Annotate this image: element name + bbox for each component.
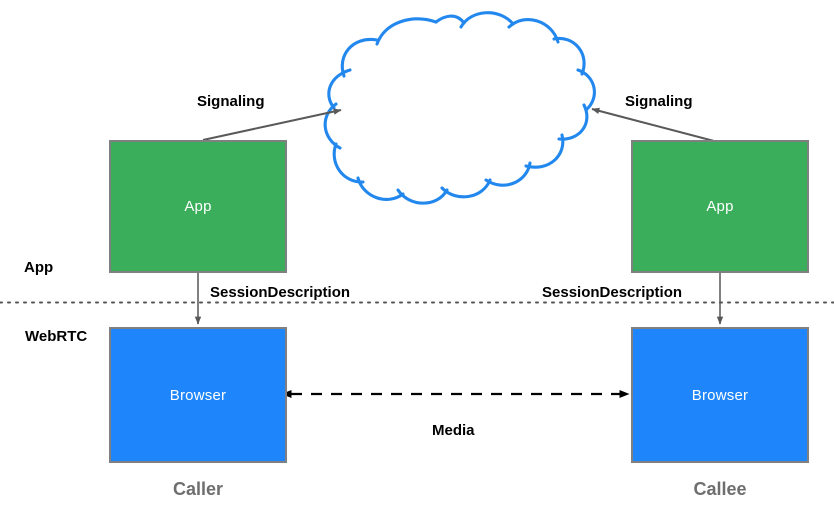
signaling-left-arrow [202,108,342,141]
signaling-cloud-icon [323,11,596,205]
node-label: App [706,198,734,215]
node-app-callee[interactable]: App [631,140,809,273]
node-browser-callee[interactable]: Browser [631,327,809,463]
edge-label-signaling-right: Signaling [625,93,693,110]
node-label: Browser [691,386,749,404]
role-label-caller: Caller [172,479,224,499]
role-label-callee: Callee [693,479,747,499]
edge-label-signaling-left: Signaling [197,93,265,110]
edge-label-session-description-right: SessionDescription [542,284,683,301]
layer-label-app: App [24,259,54,276]
node-app-caller[interactable]: App [109,140,287,273]
signaling-right-arrow [591,107,715,142]
edge-label-session-description-left: SessionDescription [210,284,351,301]
layer-label-webrtc: WebRTC [25,328,88,345]
node-label: App [184,198,212,215]
node-browser-caller[interactable]: Browser [109,327,287,463]
edge-label-media: Media [432,422,475,439]
node-label: Browser [169,386,227,404]
